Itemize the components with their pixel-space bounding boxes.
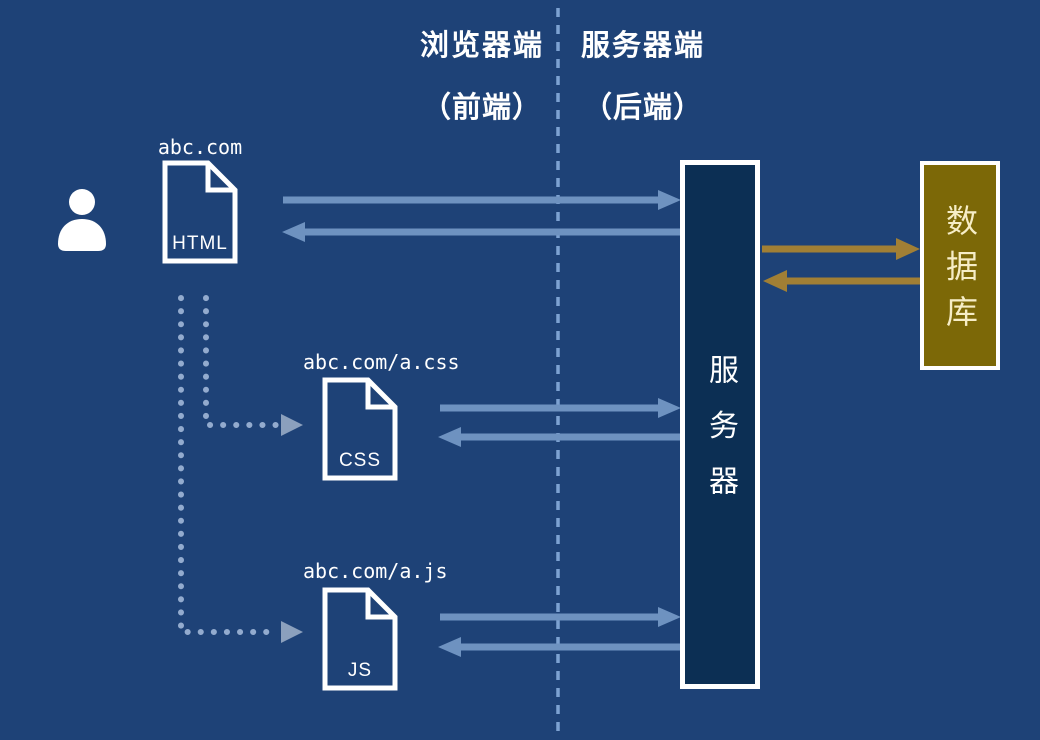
html-to-js-dotted-connector: [178, 295, 303, 643]
browser-side-title: 浏览器端: [419, 30, 545, 62]
html-request-arrow: [283, 190, 681, 210]
css-file-icon: CSS: [322, 377, 398, 481]
server-side-title: 服务器端: [580, 30, 706, 62]
css-response-arrow: [438, 427, 685, 447]
html-to-css-dotted-connector: [203, 295, 303, 436]
server-box-label: 服务器: [704, 354, 737, 521]
server-side-subtitle: （后端）: [582, 92, 704, 124]
user-icon: [57, 189, 107, 251]
browser-side-subtitle: （前端）: [421, 92, 543, 124]
html-file-icon: HTML: [162, 160, 238, 264]
html-response-arrow: [282, 222, 680, 242]
db-response-arrow: [763, 270, 920, 292]
html-url-label: abc.com: [157, 135, 243, 159]
css-request-arrow: [440, 398, 681, 418]
html-file-type-label: HTML: [172, 233, 228, 254]
database-box: 数据库: [920, 161, 1000, 370]
js-url-label: abc.com/a.js: [303, 559, 448, 583]
css-file-type-label: CSS: [338, 450, 382, 471]
js-response-arrow: [438, 637, 685, 657]
js-file-icon: JS: [322, 587, 398, 691]
js-file-type-label: JS: [347, 660, 373, 681]
browser-side-header: 浏览器端 （前端）: [420, 22, 544, 126]
js-request-arrow: [440, 607, 681, 627]
server-side-header: 服务器端 （后端）: [581, 22, 705, 126]
db-query-arrow: [762, 238, 920, 260]
css-url-label: abc.com/a.css: [303, 350, 460, 374]
database-box-label: 数据库: [942, 204, 978, 341]
server-box: 服务器: [680, 160, 760, 689]
